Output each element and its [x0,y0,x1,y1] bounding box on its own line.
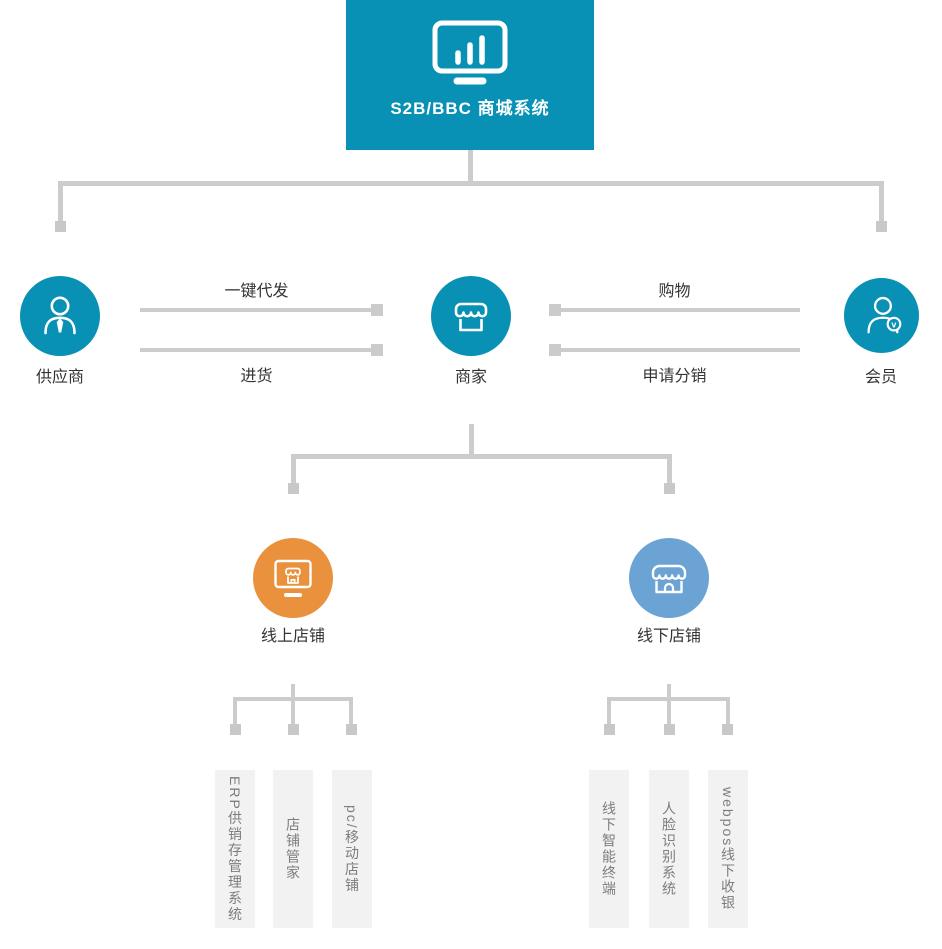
flow-dropship-arrowhead [371,304,383,316]
connector-cap-online [288,483,299,494]
merchant-label: 商家 [454,369,487,386]
merchant-node [431,276,511,356]
connector-online-stem [291,684,295,700]
member-node: v [844,278,919,353]
flow-dropship-line [140,308,372,312]
flow-shopping-line [561,308,800,312]
connector-top-rail [58,181,884,186]
member-label: 会员 [864,369,897,386]
module-face-recognition: 人脸识别系统 [649,770,689,928]
connector-drop-supplier [58,181,63,223]
flow-apply-arrowhead [549,344,561,356]
member-badge-letter: v [891,319,897,329]
person-badge-icon: v [859,293,905,339]
connector-offline-drop-3 [726,697,730,726]
monitor-shop-icon [269,554,317,602]
connector-drop-offline [667,454,672,485]
supplier-node [20,276,100,356]
person-tie-icon [36,292,84,340]
flow-shopping-label: 购物 [658,283,691,300]
connector-offline-stem [667,684,671,700]
module-erp-system-label: ERP供销存管理系统 [227,775,243,923]
online-store-label: 线上店铺 [260,628,325,645]
connector-offline-cap-2 [664,724,675,735]
connector-cap-supplier [55,221,66,232]
flow-purchase-arrowhead [371,344,383,356]
flow-shopping-arrowhead [549,304,561,316]
connector-online-drop-3 [349,697,353,726]
connector-online-cap-1 [230,724,241,735]
connector-offline-cap-3 [722,724,733,735]
storefront-awning-icon [447,292,495,340]
module-smart-terminal: 线下智能终端 [589,770,629,928]
module-pc-mobile-store: pc/移动店铺 [332,770,372,928]
online-store-node [253,538,333,618]
connector-channel-rail [291,454,672,459]
monitor-bar-chart-icon [432,20,508,86]
module-webpos-cashier-label: webpos线下收银 [720,786,736,912]
connector-offline-drop-2 [667,697,671,726]
flow-purchase-label: 进货 [240,368,273,385]
connector-merchant-stem [469,424,474,457]
connector-online-cap-2 [288,724,299,735]
flow-apply-line [561,348,800,352]
connector-drop-online [291,454,296,485]
connector-cap-offline [664,483,675,494]
connector-offline-cap-1 [604,724,615,735]
module-smart-terminal-label: 线下智能终端 [601,801,617,897]
module-shop-manager: 店铺管家 [273,770,313,928]
connector-online-drop-1 [233,697,237,726]
flow-purchase-line [140,348,372,352]
module-face-recognition-label: 人脸识别系统 [661,801,677,897]
module-shop-manager-label: 店铺管家 [285,817,301,881]
root-title: S2B/BBC 商城系统 [390,99,550,118]
connector-offline-drop-1 [607,697,611,726]
shop-awning-icon [645,554,693,602]
root-node-mall-system: S2B/BBC 商城系统 [346,0,594,150]
connector-online-drop-2 [291,697,295,726]
module-webpos-cashier: webpos线下收银 [708,770,748,928]
flow-apply-label: 申请分销 [642,368,707,385]
connector-online-cap-3 [346,724,357,735]
connector-cap-member [876,221,887,232]
flow-dropship-label: 一键代发 [224,283,289,300]
connector-drop-member [879,181,884,223]
module-erp-system: ERP供销存管理系统 [215,770,255,928]
module-pc-mobile-store-label: pc/移动店铺 [344,804,360,894]
connector-root-stem [468,150,473,184]
offline-store-label: 线下店铺 [636,628,701,645]
offline-store-node [629,538,709,618]
supplier-label: 供应商 [35,369,84,386]
